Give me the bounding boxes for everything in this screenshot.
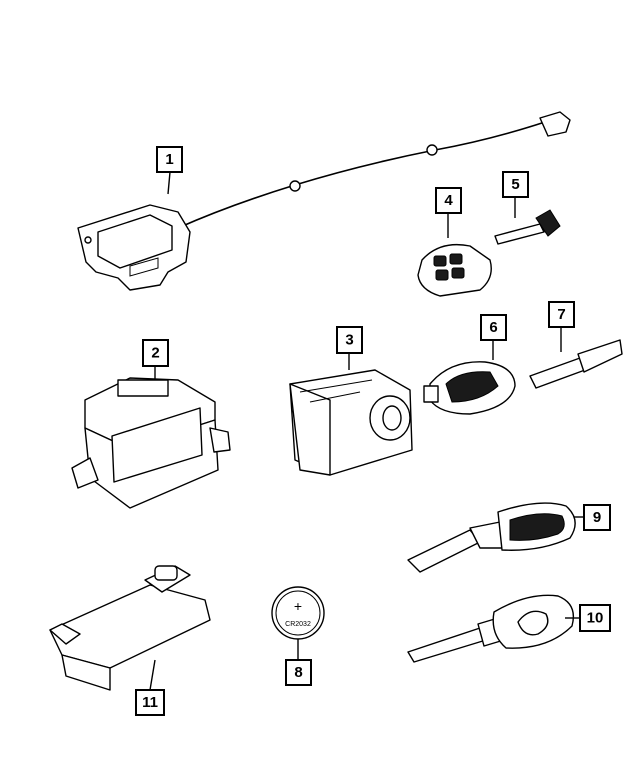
part-4-smart-key-fob: [417, 243, 492, 297]
callout-1: 1: [156, 146, 183, 173]
part-1-module-slot: [129, 257, 159, 277]
callout-3-label: 3: [345, 332, 353, 349]
part-8-battery-model: CR2032: [285, 621, 311, 628]
part-9-key: [407, 502, 576, 573]
part-6-key-fob: [423, 361, 516, 415]
part-8-battery-rim: [275, 590, 321, 636]
part-1-wire: [177, 121, 546, 229]
part-8-battery-plus: +: [294, 598, 302, 614]
part-2-connector: [117, 379, 169, 397]
part-11-sensor-cap: [154, 565, 178, 581]
leader-lines: [149, 171, 584, 691]
part-2-control-module: [71, 377, 231, 509]
part-8-battery: + CR2032: [271, 586, 325, 640]
callout-10-label: 10: [587, 610, 604, 627]
part-1-antenna-module: [77, 111, 571, 291]
callout-2-label: 2: [151, 345, 159, 362]
callout-5: 5: [502, 171, 529, 198]
callout-8: 8: [285, 659, 312, 686]
part-4-button-c: [435, 269, 449, 281]
part-11-flange: [49, 623, 81, 645]
callout-1-label: 1: [165, 151, 173, 168]
leader-11: [149, 659, 156, 691]
part-3-housing-side: [289, 383, 331, 476]
callout-4-label: 4: [444, 192, 453, 209]
part-6-button-panel: [445, 371, 499, 403]
callout-8-label: 8: [294, 664, 302, 681]
part-11-bracket-front: [61, 654, 111, 691]
part-2-mount-tab-left: [71, 457, 99, 489]
part-10-blade: [407, 627, 487, 663]
part-10-ram-logo: [517, 610, 549, 636]
part-7-blade: [529, 357, 586, 389]
part-1-wire-clip-a: [289, 180, 301, 192]
part-7-key-blank: [529, 339, 623, 389]
part-3-ignition-switch: [289, 369, 413, 476]
callout-7: 7: [548, 301, 575, 328]
part-1-module-body: [97, 214, 173, 269]
part-2-label-panel: [111, 407, 203, 483]
part-7-head: [577, 339, 623, 373]
part-9-head-grip: [509, 513, 565, 541]
leader-1: [167, 171, 171, 195]
part-2-mount-tab-right: [209, 427, 231, 453]
part-6-key-tip: [423, 385, 439, 403]
part-11-bracket-body: [49, 584, 211, 669]
part-5-blade: [494, 223, 545, 245]
callout-4: 4: [435, 187, 462, 214]
part-11-bracket: [49, 565, 211, 691]
callout-9: 9: [583, 504, 611, 531]
part-1-wire-clip-b: [426, 144, 438, 156]
part-10-key: [407, 594, 575, 663]
part-4-button-b: [449, 253, 463, 265]
callout-11-label: 11: [142, 694, 158, 711]
part-9-blade: [407, 529, 481, 573]
callout-10: 10: [579, 604, 611, 632]
part-3-key-slot: [382, 405, 402, 431]
callout-3: 3: [336, 326, 363, 354]
callout-2: 2: [142, 339, 169, 367]
callout-6: 6: [480, 314, 507, 341]
part-3-detail-line: [299, 379, 373, 403]
callout-5-label: 5: [511, 176, 519, 193]
part-1-mount-hole: [84, 236, 92, 244]
callout-9-label: 9: [593, 509, 601, 526]
part-5-head: [535, 209, 561, 237]
callout-6-label: 6: [489, 319, 497, 336]
part-4-button-a: [433, 255, 447, 267]
callout-11: 11: [135, 689, 165, 716]
part-4-button-d: [451, 267, 465, 279]
part-1-connector: [539, 111, 571, 137]
part-5-emergency-key: [494, 209, 561, 245]
callout-7-label: 7: [557, 306, 565, 323]
